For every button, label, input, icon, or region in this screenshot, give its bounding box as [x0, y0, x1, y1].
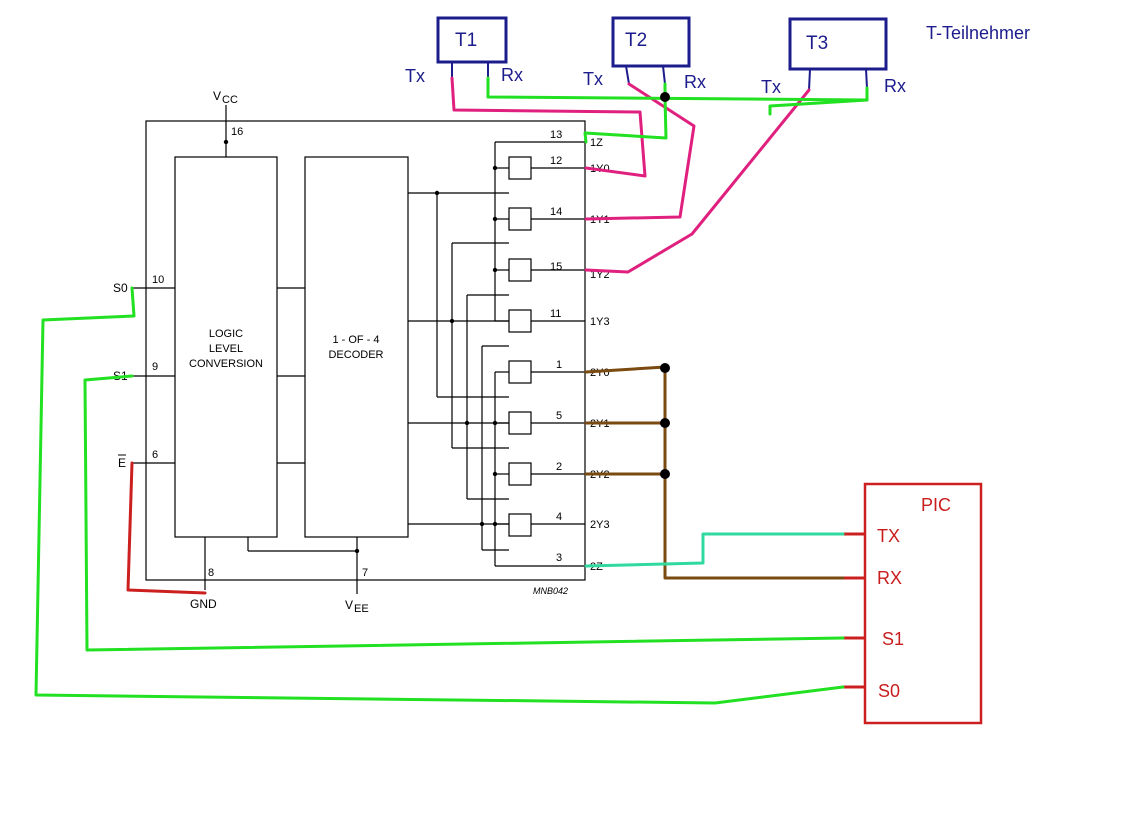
pin-vcc: 16 — [231, 126, 243, 138]
wire-t2-tx — [584, 82, 696, 221]
input-s0-pin: 10 — [152, 274, 164, 286]
svg-text:2: 2 — [556, 461, 562, 473]
vee-sub: EE — [354, 603, 369, 615]
svg-text:13: 13 — [550, 129, 562, 141]
wire-s0 — [34, 286, 845, 705]
pic-title: PIC — [921, 495, 951, 515]
pin-gnd: 8 — [208, 567, 214, 579]
svg-text:11: 11 — [550, 308, 561, 320]
input-e-pin: 6 — [152, 449, 158, 461]
svg-text:Tx: Tx — [583, 69, 603, 89]
wire-s1 — [83, 374, 845, 652]
svg-text:2Y3: 2Y3 — [590, 519, 610, 531]
svg-text:T2: T2 — [625, 30, 647, 51]
svg-text:T3: T3 — [806, 33, 828, 54]
logic-line-1: LOGIC — [209, 328, 243, 340]
output-pin-numbers: 13 12 14 15 11 1 5 2 4 3 — [550, 129, 562, 564]
decoder-block — [304, 156, 409, 538]
wire-enable-gnd — [126, 461, 207, 595]
pin-vee: 7 — [362, 567, 368, 579]
pic-pin-s0: S0 — [878, 681, 900, 701]
input-s0-name: S0 — [113, 281, 128, 295]
input-s1-pin: 9 — [152, 361, 158, 373]
svg-text:3: 3 — [556, 552, 562, 564]
svg-text:15: 15 — [550, 261, 562, 273]
svg-text:12: 12 — [550, 155, 562, 167]
wire-t3-rx — [768, 86, 869, 116]
pic-pin-tx: TX — [877, 526, 900, 546]
vcc-sub: CC — [222, 94, 238, 106]
svg-text:T1: T1 — [455, 30, 477, 51]
terminal-t2: T2 Tx Rx — [583, 16, 706, 92]
svg-text:14: 14 — [550, 206, 562, 218]
gnd-label: GND — [190, 597, 217, 611]
pic-block: PIC TX RX S1 S0 — [843, 482, 983, 725]
svg-text:1: 1 — [556, 359, 562, 371]
chip-outline — [145, 120, 586, 581]
svg-text:1Y3: 1Y3 — [590, 316, 610, 328]
svg-text:Rx: Rx — [501, 65, 523, 85]
svg-text:4: 4 — [556, 511, 562, 523]
svg-text:Tx: Tx — [761, 77, 781, 97]
chip-junctions — [223, 139, 498, 554]
wire-rx-bus — [486, 76, 869, 102]
decoder-line-2: DECODER — [328, 349, 383, 361]
terminal-t3: T3 Tx Rx — [761, 17, 906, 97]
input-e-name: E — [118, 456, 126, 470]
wire-t3-tx — [584, 88, 811, 274]
vcc-label: V — [213, 89, 221, 103]
pic-pin-s1: S1 — [882, 629, 904, 649]
svg-text:Tx: Tx — [405, 66, 425, 86]
t-teilnehmer-caption: T-Teilnehmer — [926, 23, 1030, 43]
multiplexer-chip — [132, 105, 586, 594]
terminal-t1: T1 Tx Rx — [405, 16, 523, 86]
logic-line-3: CONVERSION — [189, 358, 263, 370]
pic-pin-rx: RX — [877, 568, 902, 588]
part-code: MNB042 — [533, 586, 568, 596]
wire-t1-tx — [450, 76, 647, 178]
wire-2z-tx — [584, 532, 845, 568]
output-pin-names: 1Z 1Y0 1Y1 1Y2 1Y3 2Y0 2Y1 2Y2 2Y3 2Z — [590, 137, 610, 573]
svg-text:1Z: 1Z — [590, 137, 603, 149]
vee-label: V — [345, 598, 353, 612]
wire-junctions — [660, 92, 670, 479]
svg-text:5: 5 — [556, 410, 562, 422]
svg-text:Rx: Rx — [684, 72, 706, 92]
logic-line-2: LEVEL — [209, 343, 243, 355]
decoder-line-1: 1 - OF - 4 — [332, 334, 379, 346]
svg-text:Rx: Rx — [884, 76, 906, 96]
wire-rx-to-1z — [583, 95, 668, 144]
